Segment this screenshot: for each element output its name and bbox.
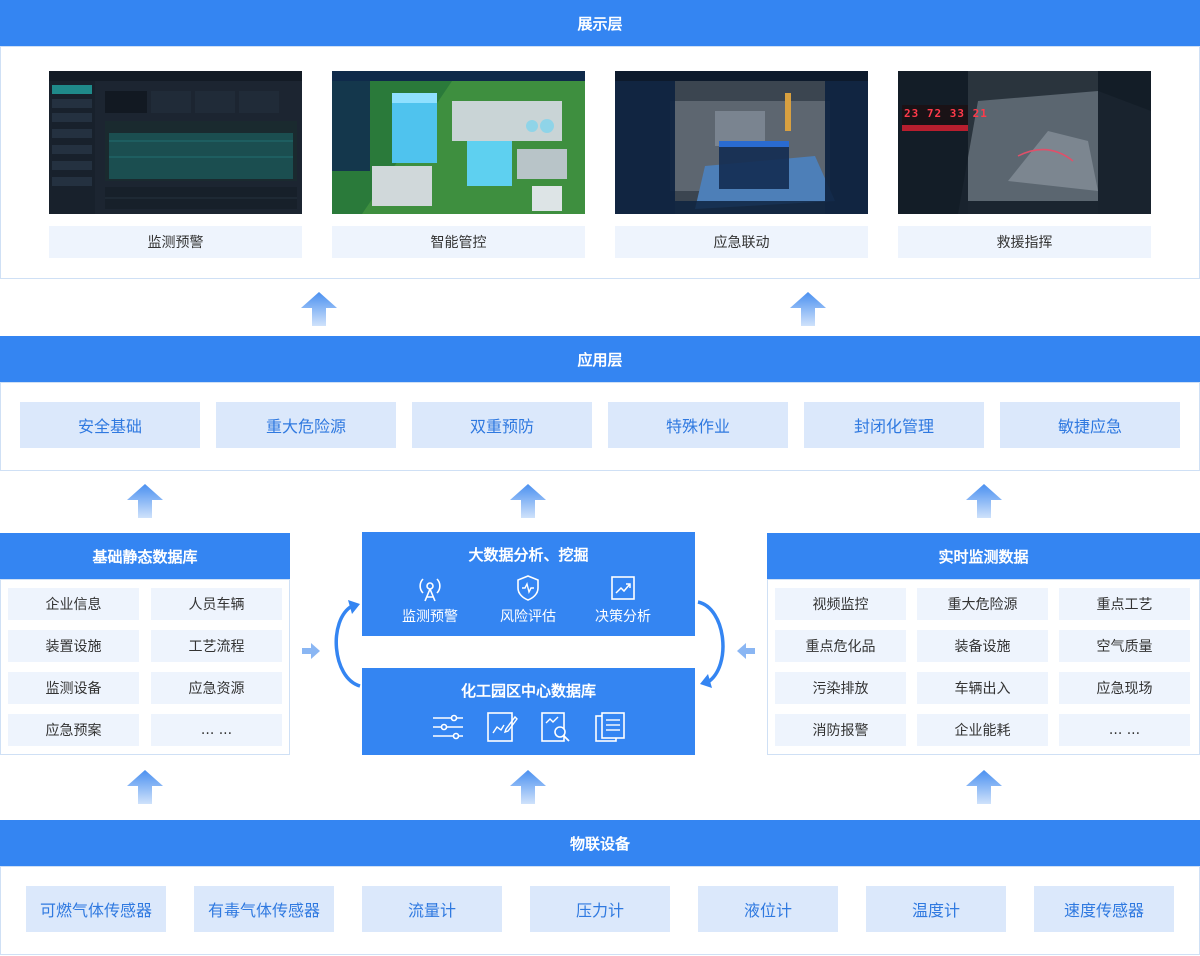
static-db-item: 装置设施: [8, 630, 139, 662]
central-db-title: 化工园区中心数据库: [460, 682, 596, 700]
counter-minutes: 33: [949, 107, 965, 120]
iot-device-item: 速度传感器: [1034, 886, 1174, 932]
iot-device-item: 温度计: [866, 886, 1006, 932]
iot-devices-title: 物联设备: [0, 820, 1200, 866]
shield-pulse-icon: [517, 575, 539, 601]
display-card-label: 应急联动: [615, 226, 868, 258]
realtime-data-item: 重点危化品: [775, 630, 906, 662]
up-arrow-icon: [966, 770, 1002, 804]
countdown-readout: 23 72 33 21: [904, 107, 988, 120]
realtime-data-item: 空气质量: [1059, 630, 1190, 662]
big-data-box: 大数据分析、挖掘 监测预警 风险评估 决策分析: [362, 532, 695, 636]
realtime-data-title: 实时监测数据: [767, 533, 1200, 579]
realtime-data-item: ... ...: [1059, 714, 1190, 746]
sliders-icon: [433, 714, 463, 740]
realtime-data-item: 车辆出入: [917, 672, 1048, 704]
emergency-linkage-screenshot: [615, 71, 868, 214]
big-data-label: 监测预警: [402, 609, 458, 625]
big-data-item: 风险评估: [483, 574, 573, 626]
realtime-data-item: 装备设施: [917, 630, 1048, 662]
big-data-item: 监测预警: [385, 574, 475, 626]
display-layer-title: 展示层: [0, 0, 1200, 46]
up-arrow-icon: [510, 484, 546, 518]
application-item: 安全基础: [20, 402, 200, 448]
radar-tower-icon: [419, 578, 441, 602]
up-arrow-icon: [301, 292, 337, 326]
counter-seconds: 21: [972, 107, 988, 120]
static-db-item: 监测设备: [8, 672, 139, 704]
application-item: 敏捷应急: [1000, 402, 1180, 448]
application-item: 双重预防: [412, 402, 592, 448]
up-arrow-icon: [966, 484, 1002, 518]
big-data-item: 决策分析: [578, 574, 668, 626]
smart-control-screenshot: [332, 71, 585, 214]
big-data-label: 风险评估: [500, 609, 556, 625]
static-db-item: 工艺流程: [151, 630, 282, 662]
up-arrow-icon: [127, 770, 163, 804]
display-card-label: 救援指挥: [898, 226, 1151, 258]
display-card-label: 监测预警: [49, 226, 302, 258]
realtime-data-item: 视频监控: [775, 588, 906, 620]
rescue-command-screenshot: 23 72 33 21: [898, 71, 1151, 214]
counter-days: 23: [904, 107, 920, 120]
up-arrow-icon: [790, 292, 826, 326]
iot-device-item: 流量计: [362, 886, 502, 932]
central-db-box: 化工园区中心数据库: [362, 668, 695, 755]
static-db-item: ... ...: [151, 714, 282, 746]
static-db-item: 人员车辆: [151, 588, 282, 620]
big-data-label: 决策分析: [595, 609, 651, 625]
static-db-item: 应急资源: [151, 672, 282, 704]
realtime-data-item: 污染排放: [775, 672, 906, 704]
right-arrow-icon: [302, 643, 320, 659]
cycle-arrow-right-icon: [697, 600, 725, 688]
iot-device-item: 液位计: [698, 886, 838, 932]
static-db-item: 企业信息: [8, 588, 139, 620]
big-data-title: 大数据分析、挖掘: [468, 546, 589, 564]
left-arrow-icon: [737, 643, 755, 659]
cycle-arrow-left-icon: [334, 600, 361, 688]
document-list-icon: [595, 712, 625, 742]
application-item: 封闭化管理: [804, 402, 984, 448]
trend-chart-icon: [611, 576, 635, 600]
monitoring-dashboard-screenshot: [49, 71, 302, 214]
application-item: 特殊作业: [608, 402, 788, 448]
realtime-data-item: 应急现场: [1059, 672, 1190, 704]
realtime-data-item: 企业能耗: [917, 714, 1048, 746]
analysis-search-icon: [541, 712, 570, 742]
static-db-item: 应急预案: [8, 714, 139, 746]
realtime-data-item: 消防报警: [775, 714, 906, 746]
up-arrow-icon: [127, 484, 163, 518]
iot-device-item: 有毒气体传感器: [194, 886, 334, 932]
iot-device-item: 压力计: [530, 886, 670, 932]
static-db-title: 基础静态数据库: [0, 533, 290, 579]
up-arrow-icon: [510, 770, 546, 804]
display-card-label: 智能管控: [332, 226, 585, 258]
iot-device-item: 可燃气体传感器: [26, 886, 166, 932]
document-edit-icon: [487, 712, 518, 742]
application-layer-title: 应用层: [0, 336, 1200, 382]
counter-hours: 72: [926, 107, 943, 120]
application-item: 重大危险源: [216, 402, 396, 448]
realtime-data-item: 重点工艺: [1059, 588, 1190, 620]
realtime-data-item: 重大危险源: [917, 588, 1048, 620]
